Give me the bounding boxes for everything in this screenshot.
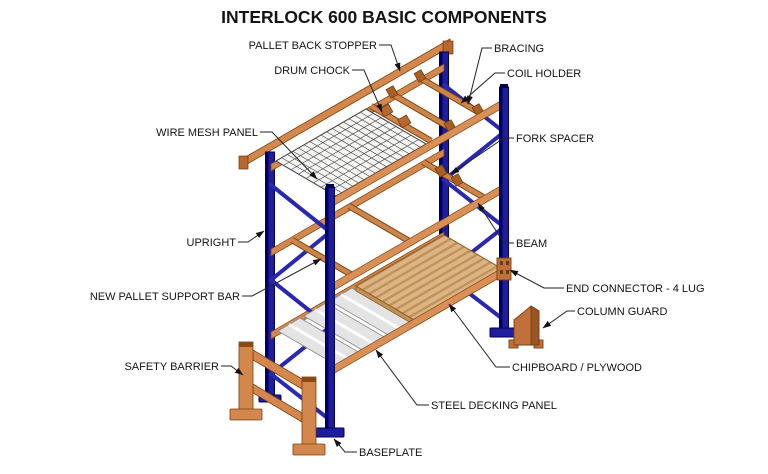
leader-pallet-back-stopper	[379, 44, 401, 72]
bracing-left-frame	[267, 183, 334, 422]
safety-barrier	[229, 341, 326, 456]
label-end-connector: END CONNECTOR - 4 LUG	[566, 283, 705, 295]
end-connector	[496, 257, 512, 281]
column-guard	[508, 305, 544, 349]
mid-support-bar	[347, 203, 411, 244]
fork-spacer	[421, 159, 485, 200]
label-coil-holder: COIL HOLDER	[507, 68, 581, 80]
leader-safety-barrier	[221, 365, 244, 376]
leader-steel-decking	[375, 349, 429, 406]
label-steel-decking-panel: STEEL DECKING PANEL	[431, 400, 557, 412]
leader-upright	[238, 230, 265, 243]
leader-chipboard	[448, 303, 510, 368]
label-chipboard: CHIPBOARD / PLYWOOD	[512, 362, 642, 374]
label-bracing: BRACING	[494, 43, 544, 55]
leader-coil-holder	[460, 72, 505, 104]
label-pallet-back-stopper: PALLET BACK STOPPER	[249, 40, 377, 52]
labels: INTERLOCK 600 BASIC COMPONENTS PALLET BA…	[90, 7, 705, 459]
baseplate-front-left	[315, 427, 345, 438]
label-upright: UPRIGHT	[187, 237, 237, 249]
leader-wire-mesh-panel	[260, 131, 318, 180]
label-fork-spacer: FORK SPACER	[516, 133, 594, 145]
label-new-pallet-support-bar: NEW PALLET SUPPORT BAR	[90, 291, 240, 303]
leader-fork-spacer	[450, 137, 514, 175]
label-baseplate: BASEPLATE	[359, 447, 422, 459]
leader-column-guard	[542, 310, 575, 329]
beams-front	[330, 98, 505, 376]
new-pallet-support-bar	[290, 237, 354, 278]
label-column-guard: COLUMN GUARD	[577, 306, 668, 318]
leader-lines	[221, 44, 575, 453]
label-drum-chock: DRUM CHOCK	[274, 65, 350, 77]
leader-beam	[477, 202, 514, 244]
page-title: INTERLOCK 600 BASIC COMPONENTS	[221, 7, 547, 27]
label-safety-barrier: SAFETY BARRIER	[124, 361, 219, 373]
label-beam: BEAM	[516, 238, 547, 250]
leader-new-pallet-support-bar	[242, 258, 322, 297]
leader-end-connector	[509, 269, 564, 289]
leader-drum-chock	[352, 69, 383, 113]
leader-bracing	[467, 47, 492, 105]
label-wire-mesh-panel: WIRE MESH PANEL	[156, 127, 258, 139]
leader-baseplate	[333, 438, 357, 453]
upright-post-front-left	[315, 184, 345, 438]
